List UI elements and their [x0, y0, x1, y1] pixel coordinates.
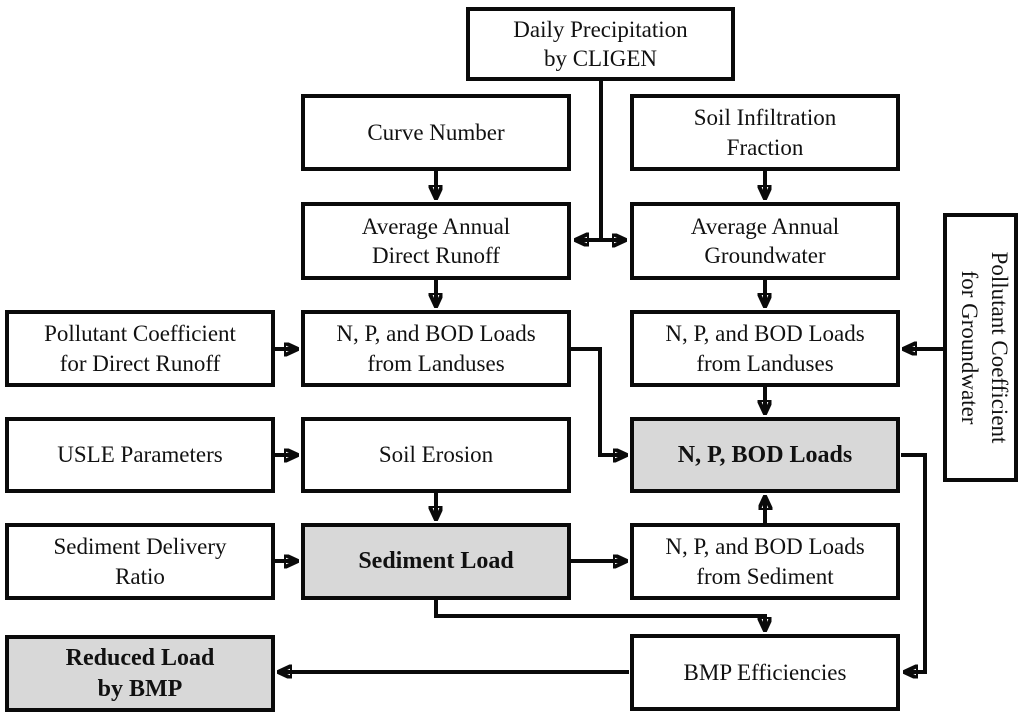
arrow-npbod-to-bmp-efficiencies [901, 453, 927, 672]
node-pollutant-coefficient-groundwater: Pollutant Coefficient for Groundwater [943, 213, 1018, 482]
node-average-annual-direct-runoff: Average Annual Direct Runoff [301, 202, 571, 280]
arrow-sediment-load-to-bmp-efficiencies [434, 600, 765, 630]
node-usle-parameters: USLE Parameters [5, 417, 275, 493]
node-loads-from-landuses-groundwater-label: N, P, and BOD Loads from Landuses [665, 321, 865, 376]
node-loads-from-landuses-runoff-label: N, P, and BOD Loads from Landuses [336, 321, 536, 376]
node-average-annual-groundwater-label: Average Annual Groundwater [690, 213, 840, 268]
arrow-loads-landuses-elbow-to-npbod [571, 347, 626, 455]
node-sediment-load-label: Sediment Load [358, 548, 514, 575]
node-usle-parameters-label: USLE Parameters [57, 442, 223, 468]
node-bmp-efficiencies: BMP Efficiencies [630, 634, 900, 711]
node-average-annual-groundwater: Average Annual Groundwater [630, 202, 900, 280]
node-pollutant-coefficient-direct-runoff-label: Pollutant Coefficient for Direct Runoff [44, 321, 236, 376]
node-loads-from-sediment: N, P, and BOD Loads from Sediment [630, 523, 900, 600]
node-pollutant-coefficient-groundwater-label: Pollutant Coefficient for Groundwater [957, 251, 1012, 444]
node-reduced-load-by-bmp-label: Reduced Load by BMP [65, 644, 215, 702]
node-bmp-efficiencies-label: BMP Efficiencies [683, 659, 847, 685]
node-daily-precipitation: Daily Precipitation by CLIGEN [466, 7, 735, 81]
node-loads-from-landuses-groundwater: N, P, and BOD Loads from Landuses [630, 310, 900, 387]
node-soil-infiltration-fraction-label: Soil Infiltration Fraction [693, 105, 837, 160]
node-average-annual-direct-runoff-label: Average Annual Direct Runoff [361, 213, 511, 268]
node-curve-number-label: Curve Number [367, 119, 505, 145]
node-daily-precipitation-label: Daily Precipitation by CLIGEN [513, 16, 688, 71]
node-sediment-load: Sediment Load [301, 523, 571, 600]
node-loads-from-sediment-label: N, P, and BOD Loads from Sediment [665, 534, 865, 589]
node-np-bod-loads: N, P, BOD Loads [630, 417, 900, 493]
node-soil-erosion: Soil Erosion [301, 417, 571, 493]
node-np-bod-loads-label: N, P, BOD Loads [677, 441, 853, 468]
node-pollutant-coefficient-direct-runoff: Pollutant Coefficient for Direct Runoff [5, 310, 275, 387]
node-soil-infiltration-fraction: Soil Infiltration Fraction [630, 94, 900, 171]
node-loads-from-landuses-runoff: N, P, and BOD Loads from Landuses [301, 310, 571, 387]
node-reduced-load-by-bmp: Reduced Load by BMP [5, 635, 275, 712]
node-sediment-delivery-ratio-label: Sediment Delivery Ratio [53, 534, 227, 589]
node-curve-number: Curve Number [301, 94, 571, 171]
node-soil-erosion-label: Soil Erosion [378, 442, 494, 468]
node-sediment-delivery-ratio: Sediment Delivery Ratio [5, 523, 275, 600]
